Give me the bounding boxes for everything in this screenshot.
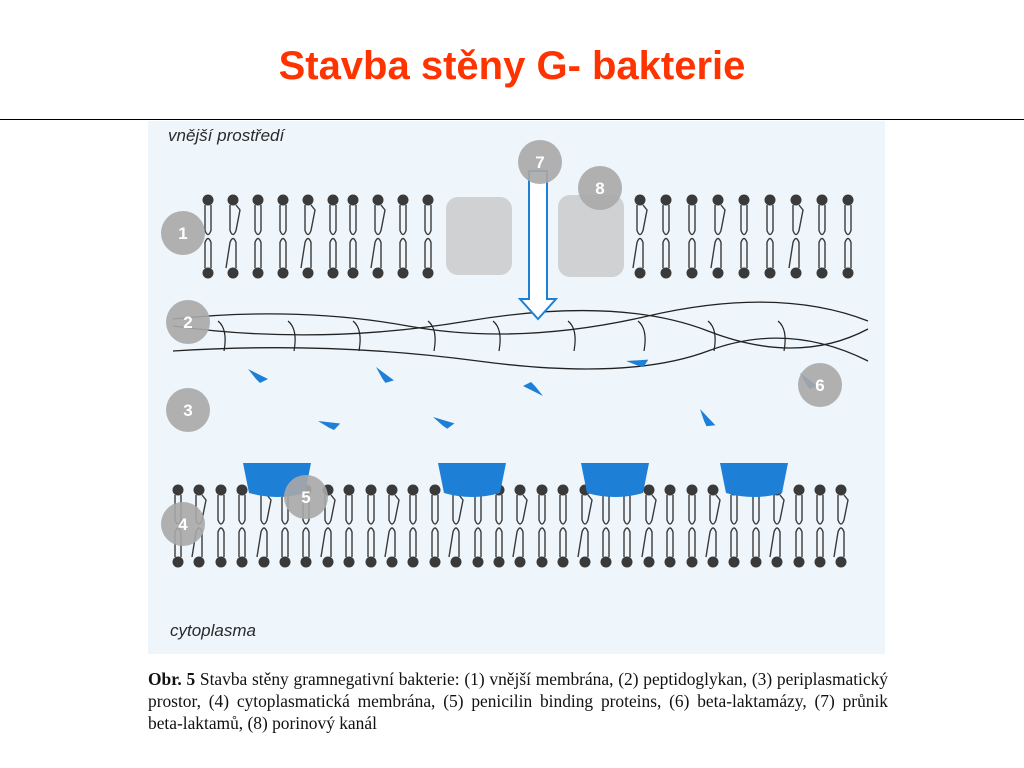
lipid-pair: [202, 194, 214, 279]
marker-circle: [161, 502, 205, 546]
lipid-pair: [448, 484, 464, 568]
marker-number: 4: [178, 515, 188, 534]
beta-lactam-arrow: [517, 170, 559, 321]
marker-circle: [518, 140, 562, 184]
lipid-pair: [493, 484, 505, 568]
lipid-pair: [686, 484, 698, 568]
lipid-pair: [512, 484, 528, 568]
peptidoglycan-crosslink: [567, 320, 576, 352]
marker-number: 5: [301, 488, 310, 507]
lipid-pair: [686, 194, 698, 279]
porin-channel: [446, 197, 512, 275]
marker-number: 2: [183, 313, 192, 332]
lipid-pair: [816, 194, 828, 279]
lipid-pair: [347, 194, 359, 279]
label-cytoplasm: cytoplasma: [170, 621, 256, 640]
cell-wall-figure: 1 2 3 4 5 6 7 8 vnější prostředí cytoplasma: [148, 121, 885, 654]
peptidoglycan-crosslink: [777, 320, 786, 352]
marker-circle: [166, 388, 210, 432]
porin-channel: [558, 195, 624, 277]
lipid-pair: [621, 484, 633, 568]
lipid-pair: [536, 484, 548, 568]
lipid-pair: [557, 484, 569, 568]
lipid-pair: [833, 484, 849, 568]
peptidoglycan-crosslink: [427, 320, 436, 352]
caption-text: Stavba stěny gramnegativní bakterie: (1)…: [148, 669, 888, 733]
lipid-pair: [632, 194, 648, 279]
penicillin-binding-protein: [438, 463, 506, 497]
figure-caption: Obr. 5 Stavba stěny gramnegativní bakter…: [148, 668, 888, 734]
slide-title: Stavba stěny G- bakterie: [278, 44, 746, 88]
title-divider: [0, 119, 1024, 120]
lipid-pair: [814, 484, 826, 568]
peptidoglycan-strand: [172, 309, 869, 349]
peptidoglycan-crosslink: [352, 320, 361, 352]
lipid-pair: [842, 194, 854, 279]
peptidoglycan-crosslink: [707, 320, 716, 352]
lipid-pair: [236, 484, 248, 568]
lipid-pair: [384, 484, 400, 568]
lipid-pair: [256, 484, 272, 568]
beta-lactamase: [700, 409, 716, 427]
cell-wall-diagram: 1 2 3 4 5 6 7 8: [161, 140, 869, 568]
lipid-pair: [215, 484, 227, 568]
lipid-pair: [764, 194, 776, 279]
peptidoglycan-crosslink: [492, 320, 501, 352]
marker-circle: [798, 363, 842, 407]
lipid-pair: [365, 484, 377, 568]
lipid-pair: [370, 194, 386, 279]
marker-number: 6: [815, 376, 824, 395]
lipid-pair: [343, 484, 355, 568]
lipid-pair: [793, 484, 805, 568]
beta-lactamase: [318, 421, 341, 431]
beta-lactamase: [248, 369, 268, 383]
lipid-pair: [664, 484, 676, 568]
lipid-pair: [660, 194, 672, 279]
lipid-pair: [300, 194, 316, 279]
lipid-pair: [422, 194, 434, 279]
lipid-pair: [252, 194, 264, 279]
beta-lactamase: [626, 359, 649, 368]
lipid-pair: [710, 194, 726, 279]
peptidoglycan-strand: [172, 337, 869, 370]
lipid-pair: [397, 194, 409, 279]
marker-circle: [284, 475, 328, 519]
penicillin-binding-protein: [720, 463, 788, 497]
lipid-pair: [769, 484, 785, 568]
marker-circle: [161, 211, 205, 255]
peptidoglycan-strand: [172, 301, 869, 335]
label-outer-environment: vnější prostředí: [168, 126, 285, 145]
lipid-pair: [788, 194, 804, 279]
lipid-pair: [407, 484, 419, 568]
penicillin-binding-protein: [581, 463, 649, 497]
marker-number: 8: [595, 179, 604, 198]
marker-number: 7: [535, 153, 544, 172]
peptidoglycan-crosslink: [217, 320, 226, 352]
peptidoglycan-crosslink: [287, 320, 296, 352]
lipid-pair: [641, 484, 657, 568]
marker-circle: [578, 166, 622, 210]
marker-circle: [166, 300, 210, 344]
marker-number: 1: [178, 224, 187, 243]
marker-number: 3: [183, 401, 192, 420]
lipid-pair: [277, 194, 289, 279]
peptidoglycan-crosslink: [637, 320, 646, 352]
beta-lactamase: [523, 382, 543, 396]
lipid-pair: [327, 194, 339, 279]
lipid-pair: [738, 194, 750, 279]
lipid-pair: [705, 484, 721, 568]
lipid-pair: [600, 484, 612, 568]
lipid-pair: [429, 484, 441, 568]
lipid-pair: [225, 194, 241, 279]
beta-lactamase: [433, 417, 455, 429]
beta-lactamase: [376, 367, 394, 383]
caption-prefix: Obr. 5: [148, 669, 196, 689]
lipid-pair: [577, 484, 593, 568]
lipid-pair: [728, 484, 740, 568]
